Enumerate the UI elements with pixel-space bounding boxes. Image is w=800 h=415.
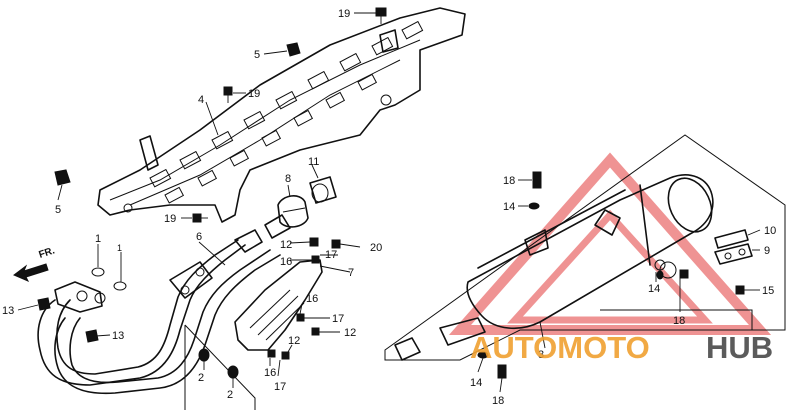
- bolts-12-16-17-20: [267, 237, 341, 360]
- collar-5-left: [54, 169, 71, 186]
- bolt-19-top: [375, 7, 387, 24]
- grommet-2: [198, 348, 239, 379]
- callout-8: 8: [285, 173, 291, 185]
- callout-5: 5: [254, 49, 260, 61]
- callout-16: 16: [280, 256, 292, 268]
- callout-15: 15: [762, 285, 774, 297]
- watermark-part2: HUB: [706, 330, 773, 365]
- callout-18: 18: [492, 395, 504, 407]
- callout-12: 12: [288, 335, 300, 347]
- callout-12: 12: [344, 327, 356, 339]
- watermark-part1: AUTOMOTO: [470, 330, 650, 365]
- callout-17: 17: [332, 313, 344, 325]
- callout-7: 7: [348, 267, 354, 279]
- callout-12: 12: [280, 239, 292, 251]
- callout-9: 9: [764, 245, 770, 257]
- callout-17: 17: [325, 249, 337, 261]
- collar-11: [309, 176, 337, 204]
- callout-2: 2: [198, 372, 204, 384]
- leader-lines-right: [477, 179, 761, 393]
- callout-11: 11: [308, 156, 319, 168]
- callout-14: 14: [470, 377, 482, 389]
- callout-numbers: 19 5 19 4 5 19 6 8 11 1 1 13 13 12 20 16…: [2, 8, 776, 407]
- leader-lines: [17, 12, 376, 388]
- callout-4: 4: [198, 94, 204, 106]
- collar-5-top: [286, 42, 301, 57]
- callout-20: 20: [370, 242, 382, 254]
- protector-plate-7: [234, 259, 323, 351]
- bolt-19-mid: [223, 86, 233, 103]
- bracket-9-10: [714, 229, 753, 265]
- callout-19: 19: [338, 8, 350, 20]
- fasteners-right: [477, 171, 745, 379]
- callout-6: 6: [196, 231, 202, 243]
- callout-16: 16: [264, 367, 276, 379]
- muffler-part-3: [394, 174, 714, 361]
- callout-1: 1: [117, 243, 122, 253]
- watermark-text: AUTOMOTO HUB: [470, 330, 773, 365]
- callout-14: 14: [503, 201, 515, 213]
- direction-label: FR.: [38, 245, 57, 261]
- callout-1: 1: [95, 233, 101, 245]
- gasket-1: [91, 244, 127, 291]
- callout-13: 13: [112, 330, 124, 342]
- callout-19: 19: [248, 88, 260, 100]
- callout-14: 14: [648, 283, 660, 295]
- callout-10: 10: [764, 225, 776, 237]
- heat-shield-part: [97, 7, 466, 223]
- callout-18: 18: [673, 315, 685, 327]
- callout-17: 17: [274, 381, 286, 393]
- region-outlines: [184, 134, 786, 410]
- exhaust-pipe-part: [37, 214, 291, 395]
- front-direction-arrow: FR.: [13, 245, 57, 282]
- callout-18: 18: [503, 175, 515, 187]
- callout-5: 5: [55, 204, 61, 216]
- callout-16: 16: [306, 293, 318, 305]
- callout-13: 13: [2, 305, 14, 317]
- nut-13: [37, 297, 99, 343]
- callout-19: 19: [164, 213, 176, 225]
- clamp-8: [277, 195, 309, 228]
- callout-3: 3: [538, 349, 544, 361]
- callout-2: 2: [227, 389, 233, 401]
- bolt-19-lower: [192, 213, 208, 223]
